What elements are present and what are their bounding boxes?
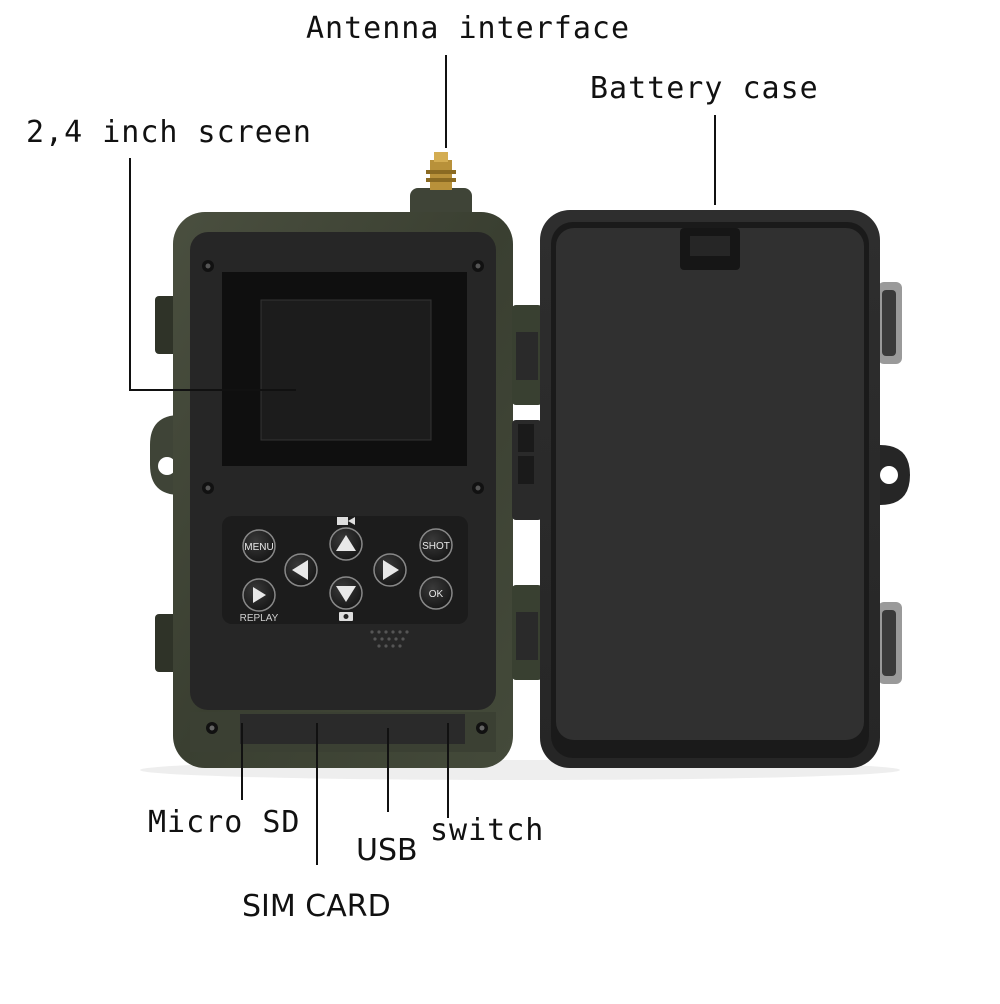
menu-label: MENU xyxy=(244,542,273,553)
down-button[interactable] xyxy=(329,576,363,610)
left-button[interactable] xyxy=(284,553,318,587)
antenna-connector-icon xyxy=(410,152,472,222)
battery-case-label: Battery case xyxy=(590,71,819,106)
replay-label: REPLAY xyxy=(240,613,279,624)
ok-label: OK xyxy=(429,589,444,600)
right-button[interactable] xyxy=(373,553,407,587)
ok-button[interactable]: OK xyxy=(419,576,453,610)
leader-lines xyxy=(129,55,716,865)
down-arrow-icon xyxy=(336,586,356,602)
hinges xyxy=(512,305,542,680)
replay-button[interactable]: REPLAY xyxy=(240,578,279,624)
switch-label: switch xyxy=(430,813,545,848)
shot-label: SHOT xyxy=(422,541,450,552)
left-arrow-icon xyxy=(292,560,308,580)
shot-button[interactable]: SHOT xyxy=(419,528,453,562)
right-arrow-icon xyxy=(383,560,399,580)
menu-button[interactable]: MENU xyxy=(242,529,276,563)
up-button[interactable] xyxy=(329,527,363,561)
video-camera-icon xyxy=(337,517,355,525)
photo-camera-icon xyxy=(339,612,353,621)
battery-lid xyxy=(540,210,910,768)
usb-label: USB xyxy=(356,833,418,868)
play-icon xyxy=(253,587,266,603)
keypad xyxy=(222,516,468,624)
antenna-label: Antenna interface xyxy=(306,11,631,46)
screen-label: 2,4 inch screen xyxy=(26,115,312,150)
up-arrow-icon xyxy=(336,535,356,551)
speaker-grille-icon xyxy=(370,630,409,648)
micro-sd-label: Micro SD xyxy=(148,805,301,840)
sim-card-label: SIM CARD xyxy=(242,889,391,924)
lcd-screen xyxy=(222,272,467,466)
